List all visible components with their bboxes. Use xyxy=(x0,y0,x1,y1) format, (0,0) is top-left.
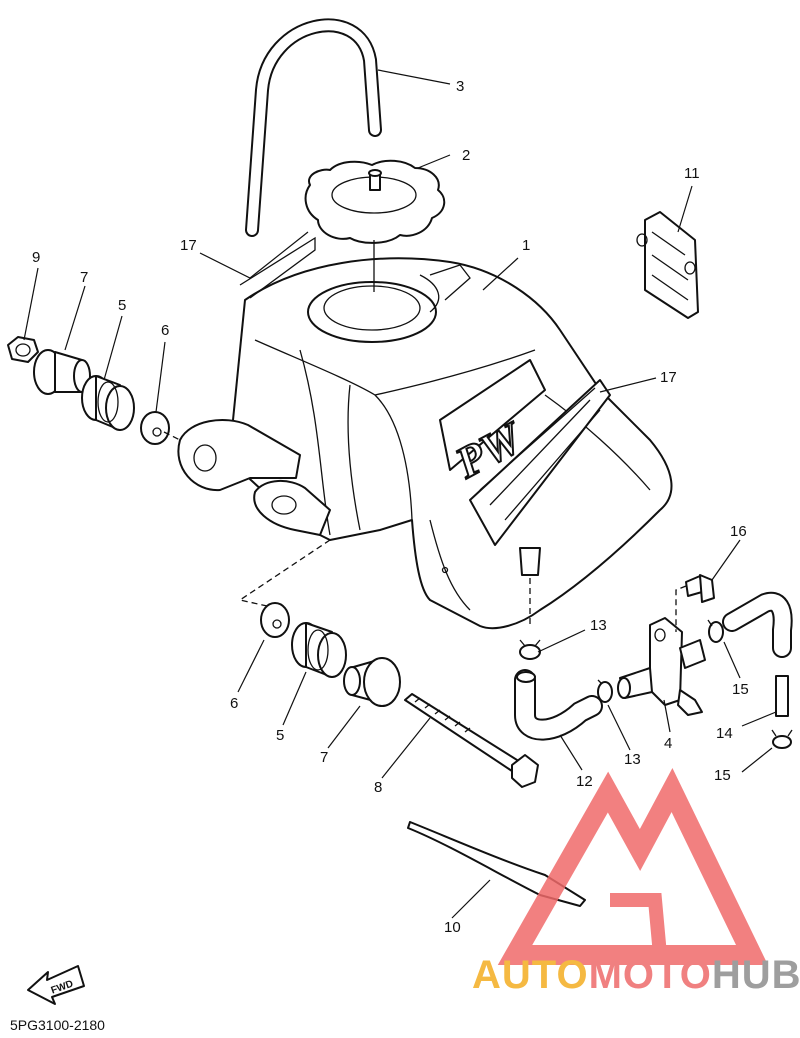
callout-16: 16 xyxy=(730,523,747,540)
callout-15-lower: 15 xyxy=(714,767,731,784)
callout-8: 8 xyxy=(374,779,382,796)
fuel-tank: PW xyxy=(177,236,673,630)
callout-7-lower: 7 xyxy=(320,749,328,766)
callout-10: 10 xyxy=(444,919,461,936)
bracket-11 xyxy=(636,211,699,319)
brand-hub-text: HUB xyxy=(712,953,800,997)
callout-7-upper: 7 xyxy=(80,269,88,286)
callout-6-lower: 6 xyxy=(230,695,238,712)
brand-auto-text: AUTO xyxy=(472,953,589,997)
fuel-cock-4 xyxy=(617,617,706,716)
callout-12: 12 xyxy=(576,773,593,790)
nut-9 xyxy=(7,336,39,363)
washer-6-lower xyxy=(260,602,290,638)
callout-11: 11 xyxy=(684,165,700,182)
callout-2: 2 xyxy=(462,147,470,164)
hose-clip-15-upper xyxy=(707,619,724,643)
fuel-cap xyxy=(304,159,446,292)
breather-hose xyxy=(245,18,382,237)
callout-13-upper: 13 xyxy=(590,617,607,634)
callout-15-upper: 15 xyxy=(732,681,749,698)
callout-5-lower: 5 xyxy=(276,727,284,744)
hose-clip-13-lower xyxy=(597,679,613,703)
screw-16 xyxy=(675,574,715,632)
callout-13-lower: 13 xyxy=(624,751,641,768)
washer-6-upper xyxy=(140,411,170,445)
watermark-logo xyxy=(497,767,768,965)
callout-labels: 1 2 3 4 5 5 6 6 7 7 8 9 10 11 12 13 13 1… xyxy=(32,78,749,936)
hose-14 xyxy=(722,591,793,717)
svg-text:AUTOMOTOHUB: AUTOMOTOHUB xyxy=(472,953,800,997)
fwd-arrow: FWD xyxy=(27,965,85,1005)
collar-7-upper xyxy=(33,349,91,395)
part-code: 5PG3100-2180 xyxy=(10,1017,105,1033)
brand-moto-text: MOTO xyxy=(589,953,712,997)
callout-5-upper: 5 xyxy=(118,297,126,314)
fuel-hose-12 xyxy=(514,669,603,741)
callout-3: 3 xyxy=(456,78,464,95)
watermark-brand: AUTOMOTOHUB xyxy=(472,953,800,997)
callout-1: 1 xyxy=(522,237,530,254)
callout-14: 14 xyxy=(716,725,733,742)
rubber-strap-10 xyxy=(407,821,586,907)
callout-4: 4 xyxy=(664,735,672,752)
callout-9: 9 xyxy=(32,249,40,266)
callout-17-right: 17 xyxy=(660,369,677,386)
hose-clip-15-lower xyxy=(771,729,793,749)
bolt-8 xyxy=(404,693,539,788)
callout-6-upper: 6 xyxy=(161,322,169,339)
callout-17-left: 17 xyxy=(180,237,197,254)
hose-clip-13-upper xyxy=(519,639,541,660)
leader-lines xyxy=(23,69,777,919)
collar-7-lower xyxy=(343,657,401,707)
damper-5-lower xyxy=(291,622,347,678)
damper-5-upper xyxy=(81,375,135,431)
